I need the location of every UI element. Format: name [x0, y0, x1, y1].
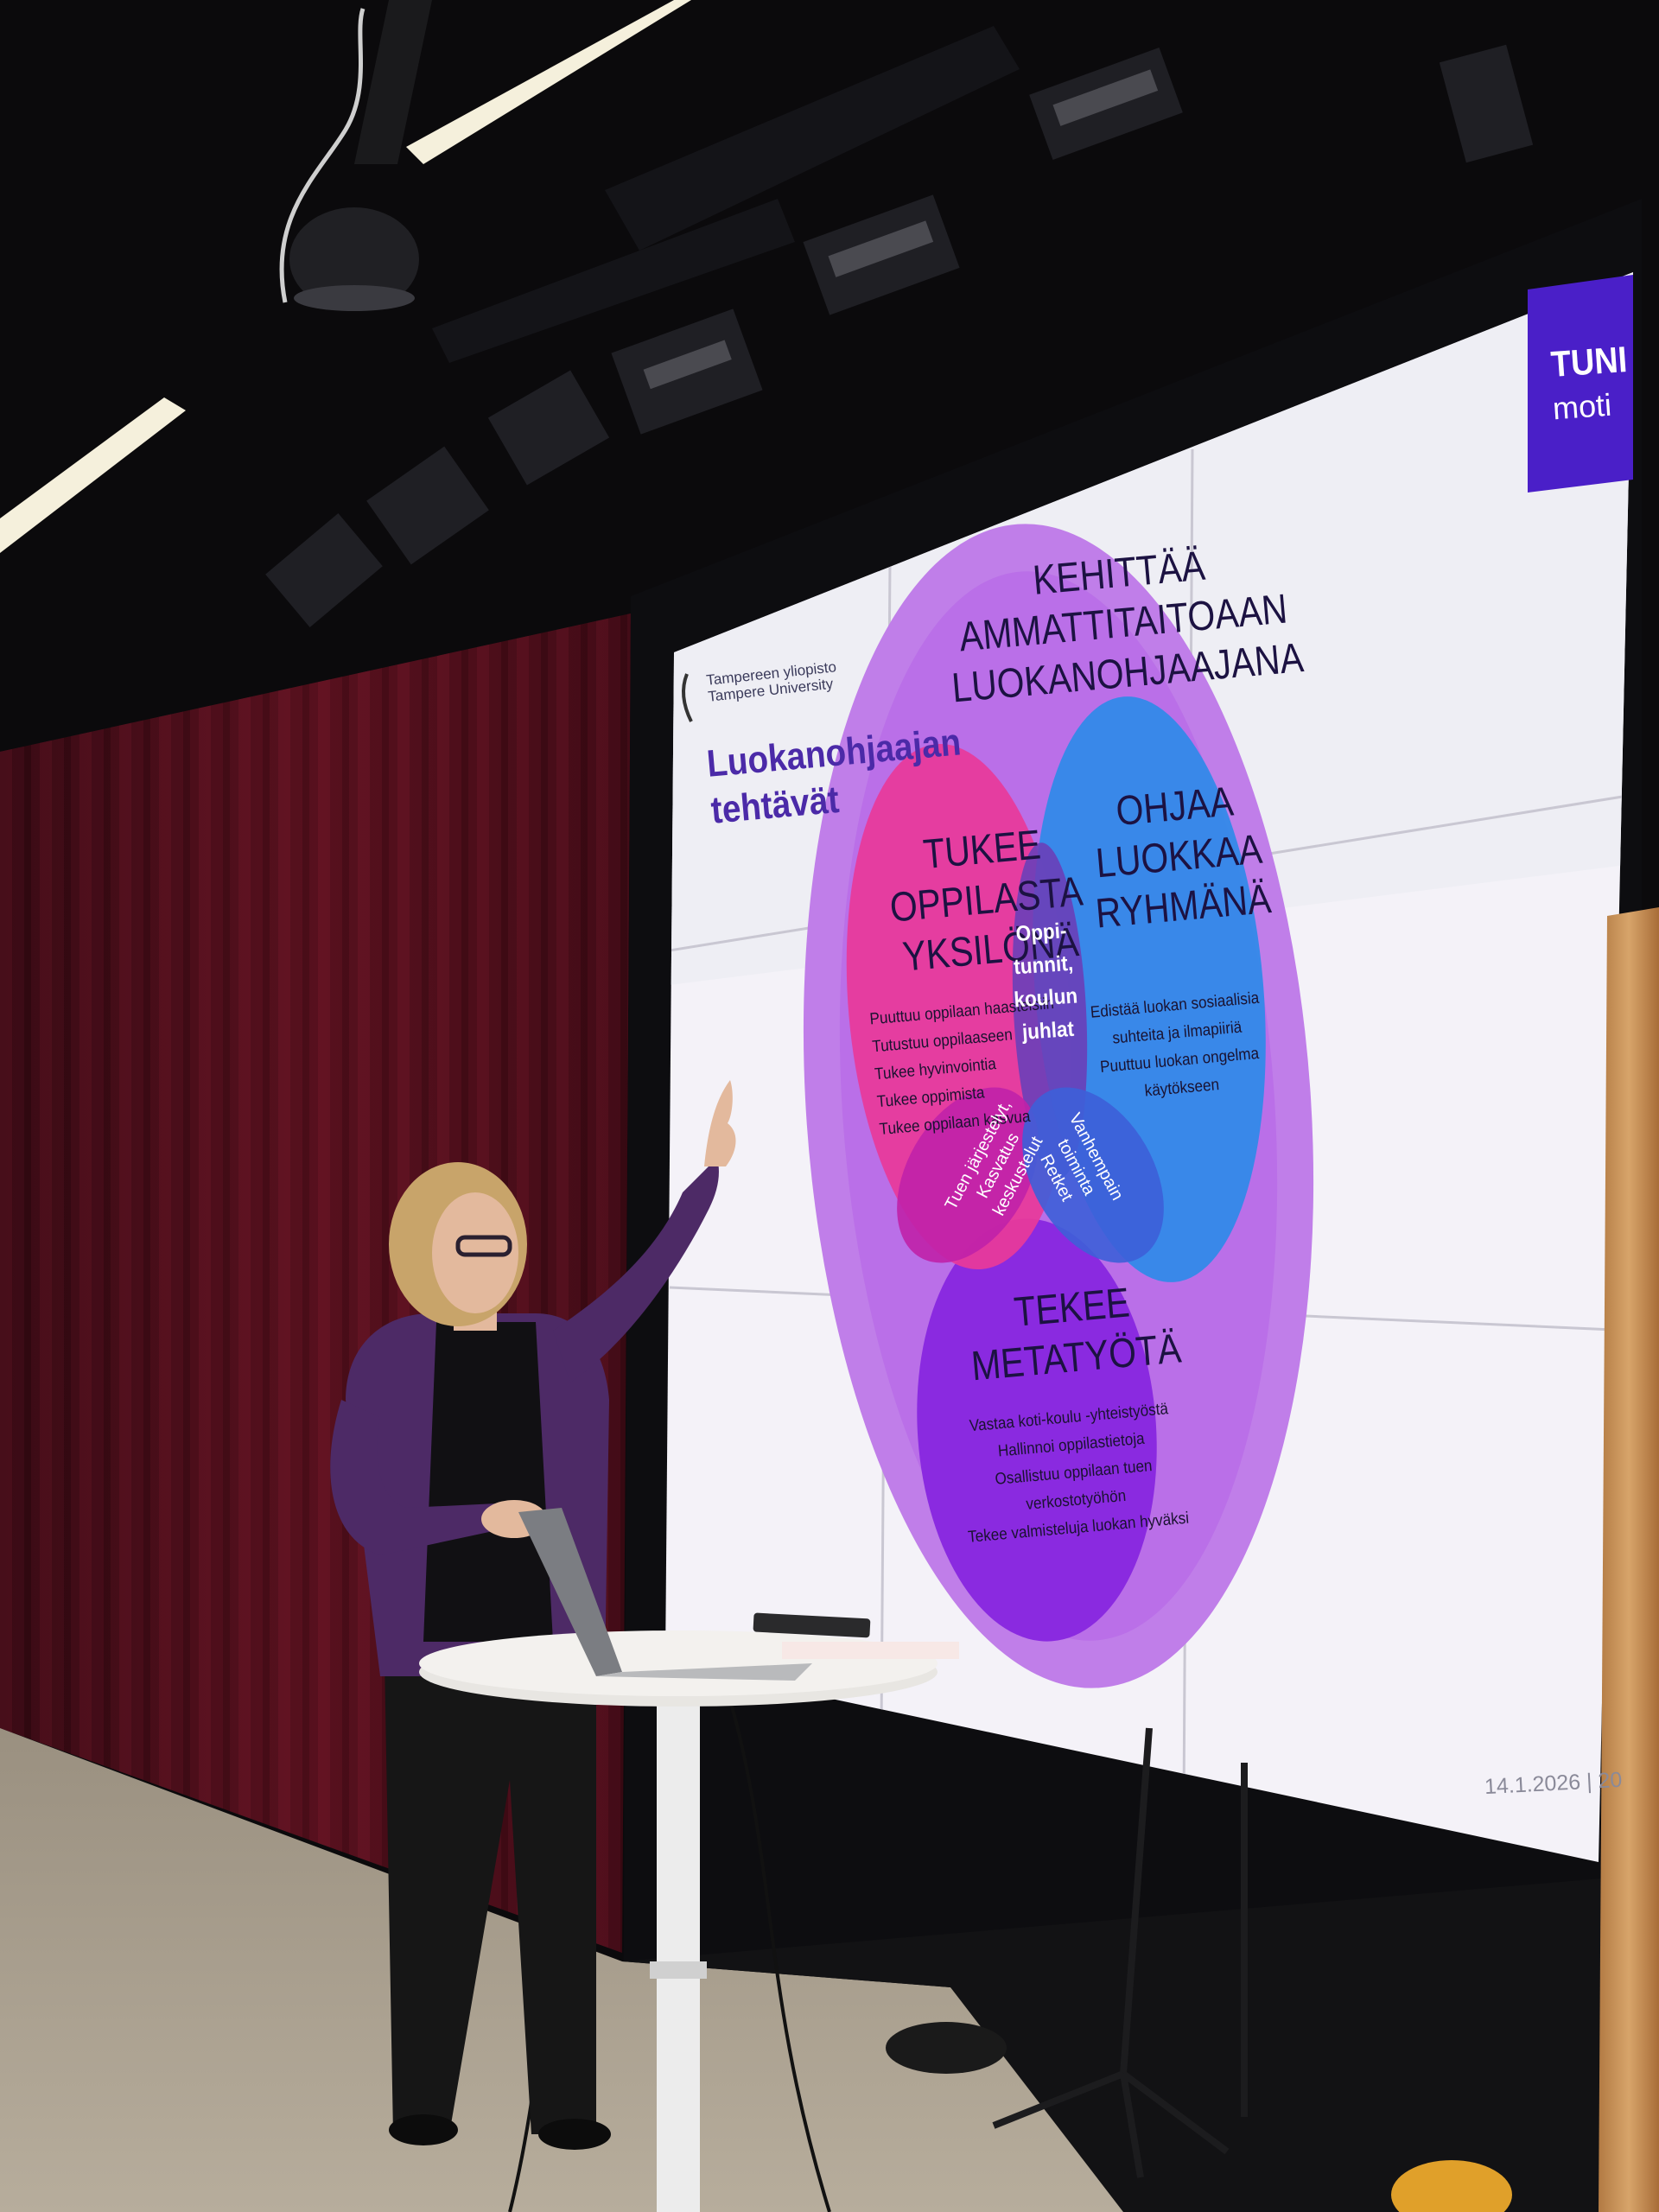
presenter	[330, 1080, 736, 2150]
stage-light-highlights	[643, 69, 1159, 390]
hanging-cable	[279, 8, 365, 303]
presenter-raised-arm	[553, 1158, 719, 1382]
venn-pink-bottom-overlap	[897, 1087, 1039, 1263]
presenter-hand	[704, 1080, 736, 1166]
floor-cable	[724, 1684, 831, 2212]
phone-device	[753, 1612, 871, 1638]
presenter-legs	[385, 1659, 596, 2134]
speaker-dome	[289, 207, 419, 311]
venn-blue-bottom-overlap	[1022, 1087, 1164, 1263]
equipment-stands	[992, 1727, 1248, 2178]
chair-top	[1391, 2160, 1512, 2212]
presenter-lower-arm	[330, 1400, 501, 1555]
stand-base	[886, 2022, 1007, 2074]
wood-panel	[1599, 907, 1659, 2212]
laptop	[518, 1508, 812, 1681]
speaker-dome-rim	[294, 285, 415, 311]
tuni-moti-brand-box	[1528, 275, 1633, 493]
paper-notes	[782, 1642, 959, 1659]
ceiling-light	[406, 0, 691, 164]
presenter-shoe-right	[538, 2119, 611, 2150]
presenter-shoe-left	[389, 2114, 458, 2145]
venn-bottom-circle	[917, 1218, 1157, 1642]
university-logo-mark	[682, 673, 693, 722]
ceiling-beam	[354, 0, 432, 164]
laptop-screen	[518, 1508, 622, 1676]
presenter-glasses	[455, 1235, 512, 1257]
lighting-truss	[605, 26, 1020, 251]
ceiling-light-left	[0, 397, 186, 553]
presenter-shirt	[423, 1322, 553, 1642]
lighting-truss-2	[432, 199, 795, 363]
laptop-base	[596, 1663, 812, 1681]
